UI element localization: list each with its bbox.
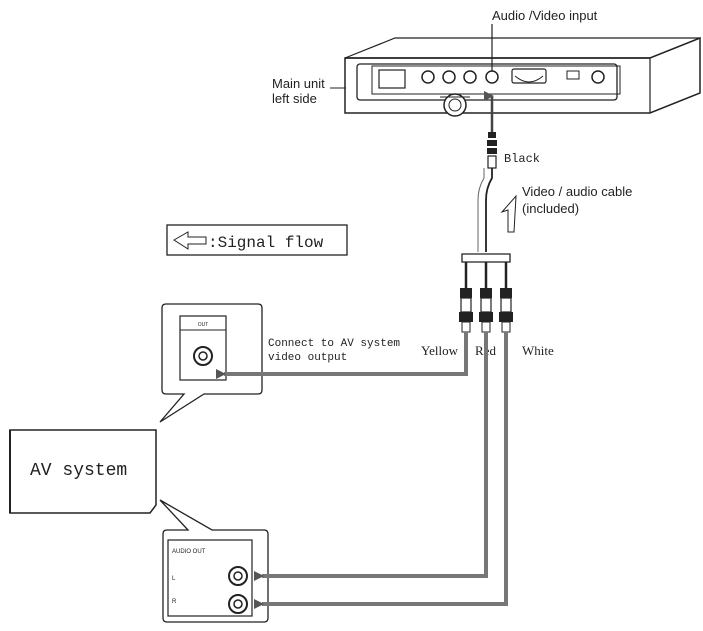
audio-right-signal-wire — [254, 332, 508, 609]
av-system-box: AV system — [9, 429, 157, 514]
audio-right-label: R — [172, 599, 177, 605]
signal-direction-icon — [500, 194, 517, 233]
signal-flow-legend: :Signal flow — [166, 224, 348, 256]
av-system-label: AV system — [30, 461, 127, 481]
audio-video-input-label: Audio /Video input — [492, 8, 598, 23]
main-unit — [344, 36, 701, 117]
rca-plug-red — [479, 288, 493, 333]
white-label: White — [522, 343, 554, 358]
video-output-panel: OUT — [159, 303, 263, 423]
cable-label-line2: (included) — [522, 201, 579, 216]
video-signal-wire — [216, 332, 468, 379]
audio-output-panel: AUDIO OUT L R — [159, 499, 269, 623]
connect-label-line2: video output — [268, 352, 347, 364]
main-unit-label-line2: left side — [272, 91, 317, 106]
hollow-arrow-icon — [173, 231, 207, 250]
cable-label-line1: Video / audio cable — [522, 184, 632, 199]
black-label: Black — [504, 152, 540, 166]
audio-left-label: L — [172, 576, 176, 582]
audio-left-signal-wire — [254, 332, 488, 581]
rca-plug-yellow — [459, 288, 473, 333]
audio-panel-label: AUDIO OUT — [172, 549, 206, 555]
connect-label-line1: Connect to AV system — [268, 338, 400, 350]
main-unit-label-line1: Main unit — [272, 76, 325, 91]
main-cable — [485, 168, 493, 252]
cable-splitter — [461, 253, 511, 288]
signal-flow-label: :Signal flow — [208, 234, 324, 252]
video-panel-label: OUT — [198, 322, 209, 328]
rca-plug-white — [499, 288, 513, 333]
yellow-label: Yellow — [421, 343, 459, 358]
av-input-jack — [485, 70, 499, 84]
